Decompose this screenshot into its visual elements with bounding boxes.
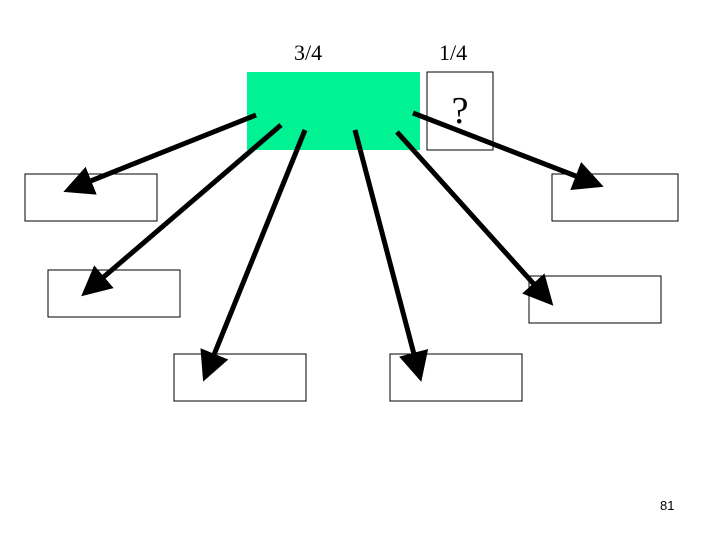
- three-quarter-label: 3/4: [294, 40, 323, 65]
- arrow-to-left-middle: [81, 123, 283, 297]
- one-quarter-label: 1/4: [439, 40, 468, 65]
- target-box-bottom-right: [389, 353, 523, 402]
- arrow-to-right-middle: [395, 130, 554, 306]
- arrow-to-bottom-left: [200, 129, 308, 382]
- arrow-to-right-upper: [412, 110, 604, 190]
- arrow-to-bottom-right: [352, 129, 429, 382]
- target-box-left-middle: [47, 269, 181, 318]
- target-box-right-upper: [551, 173, 679, 222]
- one-quarter-block: [426, 71, 494, 151]
- page-number: 81: [660, 498, 675, 513]
- arrow-to-left-upper: [63, 112, 257, 195]
- target-box-bottom-left: [173, 353, 307, 402]
- question-mark-label: ?: [451, 90, 469, 132]
- three-quarter-block: [247, 72, 420, 150]
